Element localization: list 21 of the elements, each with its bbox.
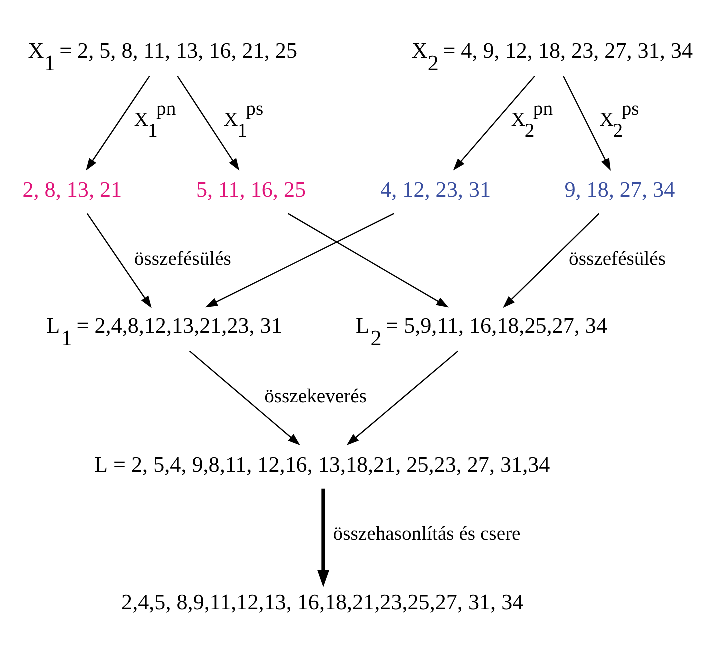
node-text: 2,4,5, 8,9,11,12,13, 16,18,21,23,25,27, 31, 34	[122, 589, 524, 614]
arrow	[86, 213, 152, 308]
node-text: 5, 11, 16, 25	[196, 176, 306, 202]
node-text: 4, 12, 23, 31	[380, 176, 491, 202]
arrow	[563, 76, 611, 171]
arrow	[317, 488, 330, 588]
arrow	[206, 213, 394, 308]
edge-label: összehasonlítás és csere	[333, 522, 521, 545]
arrow	[453, 76, 536, 171]
arrow	[86, 76, 150, 171]
arrow	[503, 213, 600, 308]
arrow	[288, 213, 449, 308]
arrow	[190, 350, 300, 446]
edge-label: összefésülés	[134, 248, 232, 270]
arrow	[346, 350, 459, 446]
node-text: 9, 18, 27, 34	[564, 176, 676, 202]
edge-label: összekeverés	[264, 385, 368, 408]
edge-label: összefésülés	[569, 248, 666, 270]
node-text: L = 2, 5,4, 9,8,11, 12,16, 13,18,21, 25,23, 27, 31,34	[94, 452, 550, 477]
node-text: 2, 8, 13, 21	[22, 176, 122, 202]
arrow	[177, 76, 240, 171]
